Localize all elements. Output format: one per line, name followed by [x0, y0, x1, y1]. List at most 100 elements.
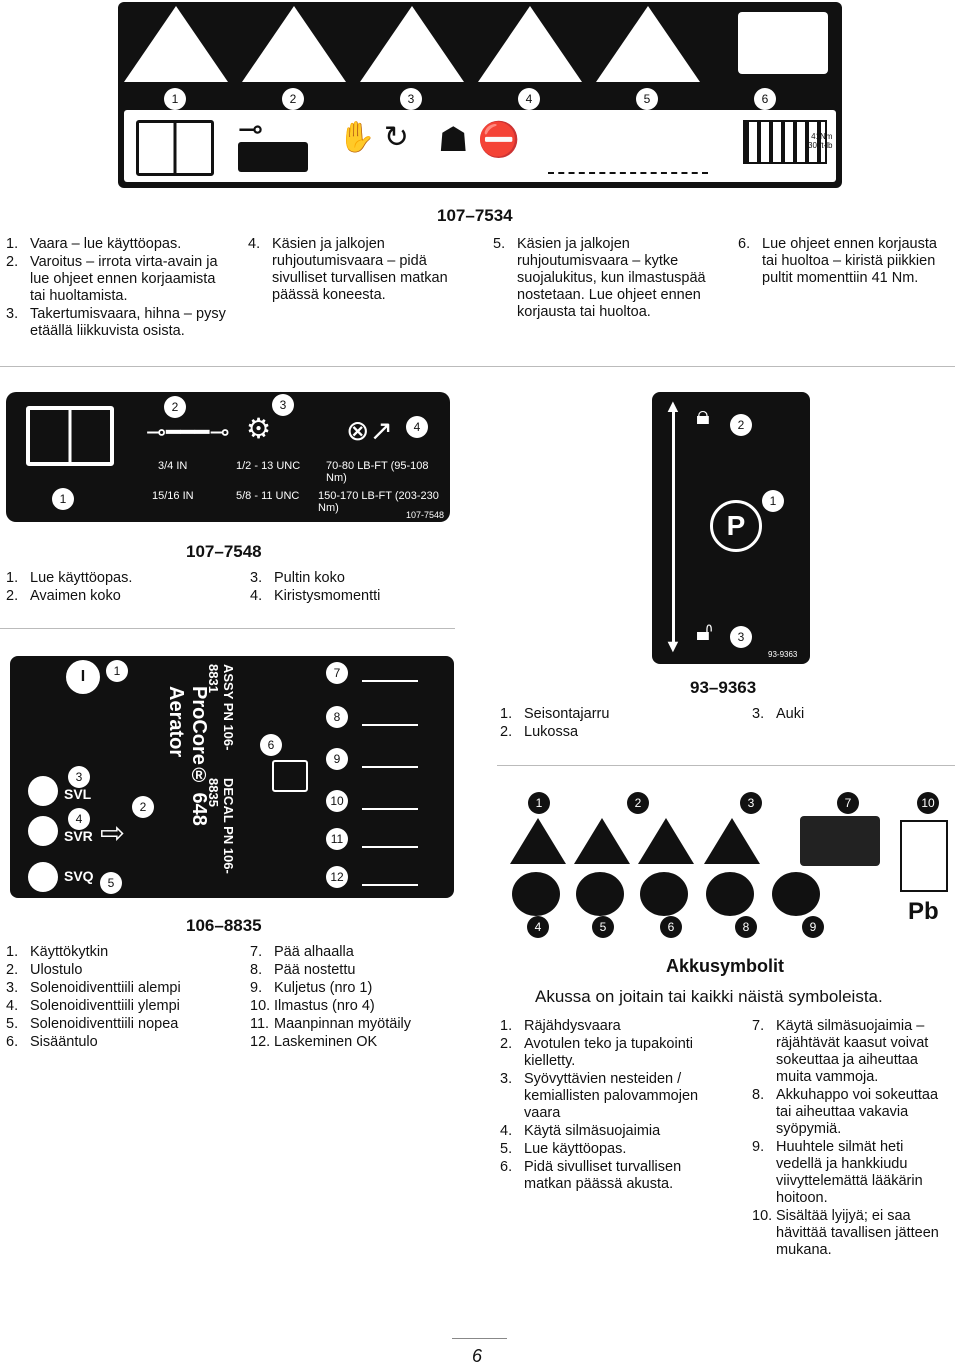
caption-item-text: Pää alhaalla — [274, 944, 354, 960]
warning-triangle-icon — [596, 6, 700, 82]
caption-item: 6.Sisääntulo — [6, 1034, 241, 1051]
caption-item-number: 1. — [6, 236, 19, 252]
mandatory-action-icon — [706, 872, 754, 916]
battery-title: Akkusymbolit — [666, 956, 785, 976]
caption-item: 1.Räjähdysvaara — [500, 1018, 710, 1035]
badge-1: 1 — [106, 660, 128, 682]
eye-protection-explosion-icon — [800, 816, 880, 866]
caption-93-9363-left: 1. Seisontajarru 2.Lukossa — [500, 706, 730, 742]
caption-93-9363-right: 3.Auki — [752, 706, 932, 724]
function-icon — [362, 830, 418, 848]
badge-5: 5 — [636, 88, 658, 110]
decal-pn-vertical: DECAL PN 106-8835 — [206, 778, 236, 874]
badge-6: 6 — [754, 88, 776, 110]
badge-3: 3 — [68, 766, 90, 788]
caption-item-number: 1. — [6, 944, 19, 960]
caption-item: 2.Ulostulo — [6, 962, 241, 979]
lock-open-icon: 🔓︎ — [696, 616, 713, 646]
badge-4: 4 — [406, 416, 428, 438]
function-icon — [362, 664, 418, 682]
caption-item-number: 1. — [500, 706, 513, 722]
manual-book-icon — [136, 120, 214, 176]
caption-item-number: 3. — [6, 980, 19, 996]
divider — [497, 765, 955, 766]
warning-triangle-icon — [510, 818, 566, 864]
svl-button — [28, 776, 58, 806]
warning-triangle-icon — [124, 6, 228, 82]
torque-wrench-icon: ⊗↗ — [346, 415, 393, 446]
assy-pn-vertical: ASSY PN 106-8831 — [206, 664, 236, 751]
page-number: 6 — [472, 1346, 483, 1366]
caption-item-text: Käsien ja jalkojen ruhjoutumisvaara – pi… — [272, 236, 448, 303]
caption-item-text: Käsien ja jalkojen ruhjoutumisvaara – ky… — [517, 236, 706, 320]
caption-item: 4.Käytä silmäsuojaimia — [500, 1123, 710, 1140]
caption-item: 5. Käsien ja jalkojen ruhjoutumisvaara – … — [493, 236, 718, 321]
caption-item-number: 7. — [250, 944, 263, 960]
caption-item: 2.Varoitus – irrota virta-avain ja lue o… — [6, 254, 232, 305]
parking-brake-icon: P — [710, 500, 762, 552]
caption-item-number: 5. — [493, 236, 506, 252]
switch-button: I — [66, 660, 100, 694]
torque-label-ftlb: 30 ft-lb — [808, 141, 833, 150]
svr-button — [28, 816, 58, 846]
caption-item: 3.Takertumisvaara, hihna – pysy etäällä … — [6, 306, 232, 340]
caption-item: 8.Akkuhappo voi sokeuttaa tai aiheuttaa … — [752, 1087, 952, 1138]
caption-item: 3.Pultin koko — [250, 570, 450, 587]
badge-1: 1 — [52, 488, 74, 510]
svq-button — [28, 862, 58, 892]
caption-item-text: Pidä sivulliset turvallisen matkan pääss… — [524, 1159, 682, 1192]
caption-item-number: 1. — [500, 1018, 513, 1034]
badge-3: 3 — [400, 88, 422, 110]
badge-12: 12 — [326, 866, 348, 888]
lock-closed-icon: 🔒︎ — [696, 400, 710, 430]
caption-item-number: 4. — [6, 998, 19, 1014]
function-icon — [362, 708, 418, 726]
caption-item-number: 5. — [500, 1141, 513, 1157]
badge-5: 5 — [592, 916, 614, 938]
caption-item: 3.Auki — [752, 706, 932, 723]
badge-4: 4 — [527, 916, 549, 938]
decal-106-8835: I 1 3 SVL 4 SVR SVQ 5 ⇨ 2 ProCore® 648 A… — [10, 656, 454, 898]
decal-107-7548: ⊸━━━⊸ ⚙ ⊗↗ 2 3 4 1 3/4 IN 1/2 - 13 UNC 7… — [6, 392, 450, 522]
bystander-icon: ☗ ⛔ — [438, 121, 521, 159]
caption-item-text: Solenoidiventtiili nopea — [30, 1016, 179, 1032]
function-icon — [362, 750, 418, 768]
warning-triangle-icon — [638, 818, 694, 864]
decal-title-93-9363: 93–9363 — [690, 678, 757, 697]
badge-7: 7 — [837, 792, 859, 814]
part-code: 107-7534 — [806, 178, 832, 184]
warning-triangle-icon — [704, 818, 760, 864]
row1-torque: 70-80 LB-FT (95-108 Nm) — [326, 460, 429, 484]
caption-item-number: 9. — [250, 980, 263, 996]
divider — [0, 366, 955, 367]
caption-item-number: 6. — [738, 236, 751, 252]
tines-icon — [743, 120, 827, 164]
caption-battery-right: 7.Käytä silmäsuojaimia – räjähtävät kaas… — [752, 1018, 952, 1260]
row2-size: 15/16 IN — [152, 490, 194, 502]
caption-item-text: Seisontajarru — [524, 706, 610, 722]
caption-item-text: Syövyttävien nesteiden / kemiallisten pa… — [524, 1071, 699, 1121]
caption-item: 10.Sisältää lyijyä; ei saa hävittää tava… — [752, 1208, 952, 1259]
caption-item: 6.Lue ohjeet ennen korjausta tai huoltoa… — [738, 236, 953, 287]
caption-107-7534-col3: 5. Käsien ja jalkojen ruhjoutumisvaara – … — [493, 236, 718, 322]
caption-item-text: Pää nostettu — [274, 962, 356, 978]
caption-107-7534-col2: 4. Käsien ja jalkojen ruhjoutumisvaara – … — [248, 236, 468, 305]
caption-item-number: 10. — [752, 1208, 773, 1224]
caption-item-number: 12. — [250, 1034, 271, 1050]
caption-item-number: 2. — [6, 962, 19, 978]
bolt-icon: ⚙ — [246, 413, 272, 444]
caption-item-text: Laskeminen OK — [274, 1034, 378, 1050]
badge-2: 2 — [164, 396, 186, 418]
caption-item-number: 4. — [250, 588, 263, 604]
function-icon — [362, 868, 418, 886]
decal-title-106-8835: 106–8835 — [186, 916, 262, 935]
caption-item-number: 4. — [248, 236, 261, 252]
row1-size: 3/4 IN — [158, 460, 188, 472]
caption-item-text: Huuhtele silmät heti vedellä ja hankkiud… — [776, 1139, 923, 1206]
caption-item: 2.Lukossa — [500, 724, 730, 741]
caption-item: 7.Käytä silmäsuojaimia – räjähtävät kaas… — [752, 1018, 952, 1086]
badge-1: 1 — [762, 490, 784, 512]
